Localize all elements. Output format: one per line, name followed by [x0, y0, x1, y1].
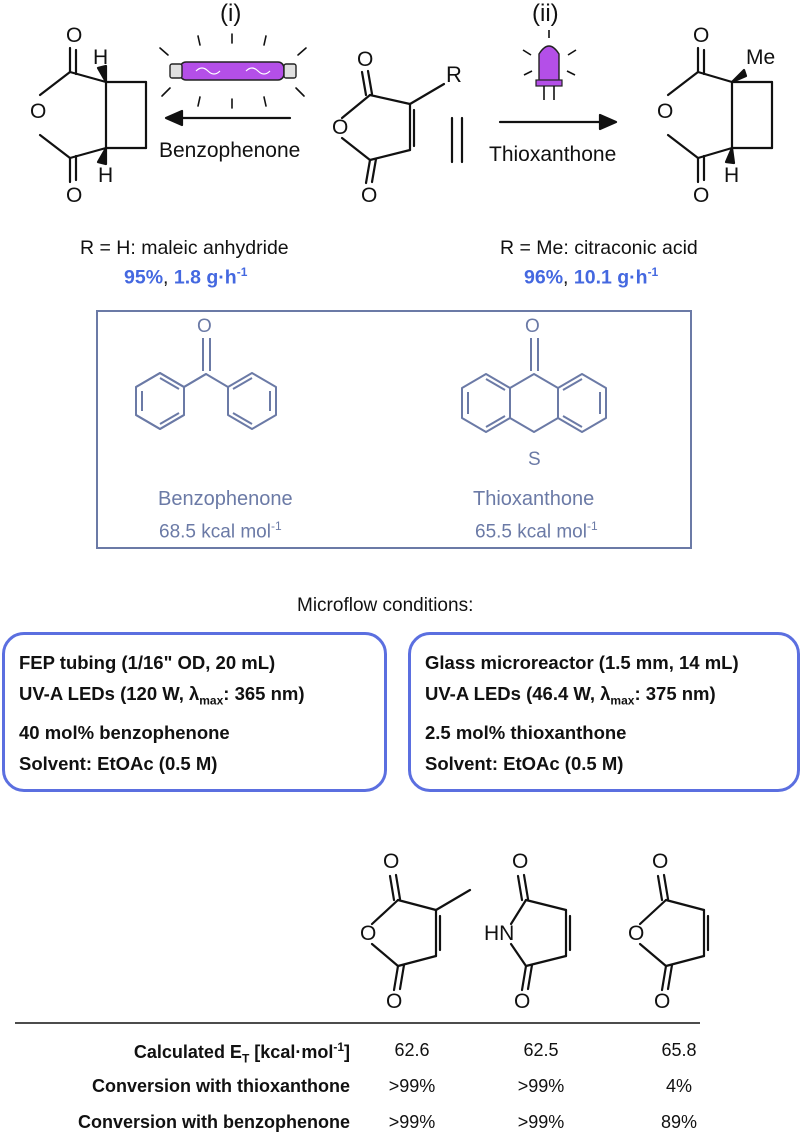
energy-exp: -1 — [586, 519, 598, 533]
cell-value: >99% — [517, 1112, 565, 1132]
atom-O: O — [693, 184, 710, 207]
cell-value: 62.6 — [394, 1040, 430, 1060]
thioxanthone-carbonyl-O: O — [525, 316, 540, 337]
atom-O: O — [654, 990, 671, 1013]
center-reactant-structure — [340, 69, 464, 185]
cond-right-line3: 2.5 mol% thioxanthone — [425, 721, 627, 743]
cond-sub: max — [199, 693, 224, 708]
table-row: Calculated ET [kcal·mol-1] 62.6 62.5 65.… — [0, 1040, 802, 1072]
conditions-right-box: Glass microreactor (1.5 mm, 14 mL) UV-A … — [408, 632, 800, 792]
row-label-text: Calculated E — [133, 1042, 242, 1062]
cell-value: 89% — [660, 1112, 698, 1132]
left-product-structure — [38, 46, 148, 184]
right-yield: 96% — [524, 266, 564, 289]
right-yield-sep: , — [563, 266, 574, 289]
atom-O: O — [357, 48, 374, 71]
cond-left-line4: Solvent: EtOAc (0.5 M) — [19, 752, 218, 774]
step-ii-label: (ii) — [532, 0, 559, 27]
right-yield-line: 96%, 10.1 g·h-1 — [524, 265, 658, 290]
table-row: Conversion with benzophenone >99% >99% 8… — [0, 1112, 802, 1144]
energy-value: 68.5 kcal mol — [159, 521, 271, 543]
atom-O: O — [652, 850, 669, 873]
cell-value: >99% — [388, 1112, 436, 1132]
cond-text: UV-A LEDs (46.4 W, λ — [425, 683, 611, 704]
atom-O: O — [386, 990, 403, 1013]
left-rate: 1.8 g·h — [173, 266, 237, 289]
atom-O: O — [657, 100, 674, 123]
cell-value: >99% — [388, 1076, 436, 1096]
row-label-exp: -1 — [333, 1040, 344, 1054]
right-rate-exp: -1 — [647, 265, 659, 279]
cond-right-line4: Solvent: EtOAc (0.5 M) — [425, 752, 624, 774]
row-label-thioxanthone: Conversion with thioxanthone — [91, 1076, 350, 1096]
substrate-structures — [370, 873, 710, 992]
cond-right-line2: UV-A LEDs (46.4 W, λmax: 375 nm) — [425, 678, 783, 717]
left-substrate-line: R = H: maleic anhydride — [80, 237, 289, 259]
step-i-label: (i) — [220, 0, 242, 27]
row-label-text: [kcal·mol — [249, 1042, 334, 1062]
left-rate-exp: -1 — [236, 265, 248, 279]
atom-O: O — [66, 184, 83, 207]
cond-left-line1: FEP tubing (1/16" OD, 20 mL) — [19, 652, 276, 673]
sensitizer-box — [96, 310, 692, 549]
uv-lamp-icon — [169, 61, 297, 81]
atom-O: O — [361, 184, 378, 207]
atom-O: O — [332, 116, 349, 139]
sensitizer-energy-thioxanthone: 65.5 kcal mol-1 — [475, 519, 598, 543]
table-row: Conversion with thioxanthone >99% >99% 4… — [0, 1076, 802, 1108]
right-substrate-line: R = Me: citraconic acid — [500, 237, 698, 259]
benzophenone-carbonyl-O: O — [197, 316, 212, 337]
conditions-left-box: FEP tubing (1/16" OD, 20 mL) UV-A LEDs (… — [2, 632, 387, 792]
cell-value: 62.5 — [523, 1040, 559, 1060]
energy-value: 65.5 kcal mol — [475, 521, 587, 543]
atom-Me: Me — [746, 46, 776, 69]
atom-H: H — [98, 164, 114, 187]
reagent-thioxanthone: Thioxanthone — [489, 143, 617, 166]
reagent-benzophenone: Benzophenone — [159, 139, 301, 162]
led-icon — [522, 30, 577, 100]
atom-O: O — [66, 24, 83, 47]
atom-O: O — [514, 990, 531, 1013]
atom-H: H — [93, 46, 109, 69]
cell-value: 65.8 — [661, 1040, 697, 1060]
atom-HN: HN — [484, 922, 515, 945]
left-yield-line: 95%, 1.8 g·h-1 — [124, 265, 247, 290]
sensitizer-energy-benzophenone: 68.5 kcal mol-1 — [159, 519, 282, 543]
cond-text: : 365 nm) — [223, 683, 305, 704]
thioxanthone-S: S — [528, 449, 541, 470]
atom-O: O — [628, 922, 645, 945]
cond-sub: max — [610, 693, 635, 708]
substituent-R: R — [446, 62, 462, 87]
cond-right-line1: Glass microreactor (1.5 mm, 14 mL) — [425, 652, 739, 673]
row-label-text: ] — [344, 1042, 350, 1062]
atom-O: O — [383, 850, 400, 873]
cell-value: >99% — [517, 1076, 565, 1096]
cond-left-line2: UV-A LEDs (120 W, λmax: 365 nm) — [19, 678, 370, 717]
left-yield: 95% — [124, 266, 164, 289]
atom-H: H — [724, 164, 740, 187]
atom-O: O — [512, 850, 529, 873]
atom-O: O — [30, 100, 47, 123]
row-label-ET: Calculated ET [kcal·mol-1] — [134, 1040, 350, 1066]
atom-O: O — [693, 24, 710, 47]
cond-left-line3: 40 mol% benzophenone — [19, 721, 230, 743]
cond-text: : 375 nm) — [634, 683, 716, 704]
row-label-sub: T — [241, 1051, 250, 1066]
atom-O: O — [360, 922, 377, 945]
right-product-structure — [666, 46, 774, 184]
row-label-benzophenone: Conversion with benzophenone — [77, 1112, 350, 1132]
arrow-right-head — [598, 113, 618, 131]
cell-value: 4% — [665, 1076, 692, 1096]
sensitizer-structures — [135, 338, 607, 433]
left-yield-sep: , — [163, 266, 174, 289]
lamp-rays — [159, 33, 307, 109]
right-rate: 10.1 g·h — [573, 266, 648, 289]
cond-text: UV-A LEDs (120 W, λ — [19, 683, 200, 704]
energy-exp: -1 — [270, 519, 282, 533]
arrow-left-head — [164, 109, 184, 127]
sensitizer-name-thioxanthone: Thioxanthone — [473, 488, 595, 510]
microflow-title: Microflow conditions: — [297, 595, 474, 616]
sensitizer-name-benzophenone: Benzophenone — [158, 488, 293, 510]
